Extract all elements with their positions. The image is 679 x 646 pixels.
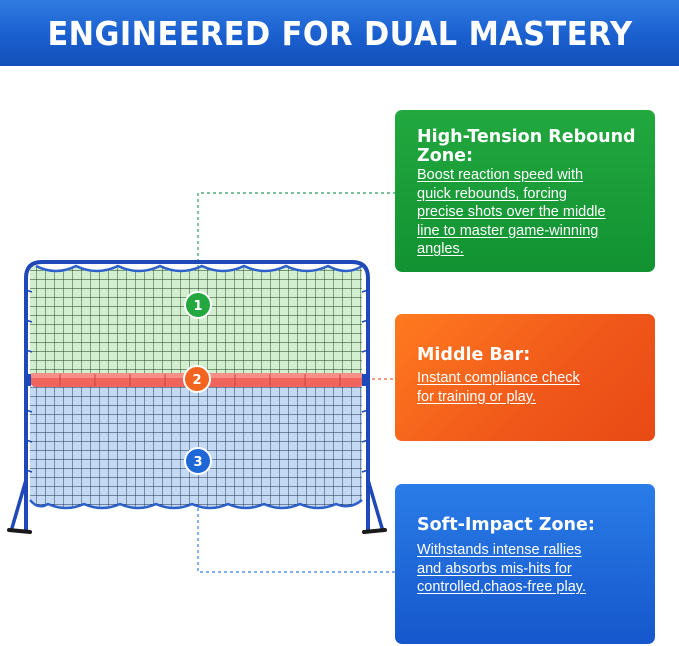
soft-impact-zone-line: and absorbs mis-hits for xyxy=(417,560,572,577)
rebounder-legs xyxy=(10,478,384,530)
middle-bar-line: for training or play. xyxy=(417,388,537,405)
soft-impact-zone-net xyxy=(29,386,363,510)
middle-bar-description: Instant compliance check for training or… xyxy=(417,369,639,406)
blue-zone-badge-icon: 3 xyxy=(184,447,212,475)
orange-bar-badge-number: 2 xyxy=(192,373,201,388)
leader-line-green xyxy=(197,192,395,292)
middle-bar-title: Middle Bar: xyxy=(417,345,531,365)
rebound-zone-net xyxy=(30,264,363,376)
rebound-zone-line: quick rebounds, forcing xyxy=(417,185,567,202)
soft-impact-zone-card: Soft-Impact Zone: Withstands intense ral… xyxy=(395,484,655,644)
soft-impact-zone-line: Withstands intense rallies xyxy=(417,542,582,558)
soft-impact-zone-title: Soft-Impact Zone: xyxy=(417,515,595,535)
rebound-zone-card: High-Tension Rebound Zone: Boost reactio… xyxy=(395,110,655,272)
header-banner: ENGINEERED FOR DUAL MASTERY xyxy=(0,0,679,66)
rebound-zone-line: precise shots over the middle xyxy=(417,204,606,220)
blue-zone-badge-number: 3 xyxy=(193,455,202,470)
rebound-zone-line: Boost reaction speed with xyxy=(417,167,584,183)
soft-impact-zone-description: Withstands intense rallies and absorbs m… xyxy=(417,541,639,597)
rebound-zone-line: line to master game-winning xyxy=(417,222,599,239)
orange-bar-badge-icon: 2 xyxy=(183,365,211,393)
soft-impact-zone-line: controlled,chaos-free play. xyxy=(417,579,586,595)
middle-bar-card: Middle Bar: Instant compliance check for… xyxy=(395,314,655,441)
rebound-zone-description: Boost reaction speed with quick rebounds… xyxy=(417,166,639,259)
rebounder-frame xyxy=(24,260,370,530)
green-zone-badge-number: 1 xyxy=(193,299,202,314)
page-title: ENGINEERED FOR DUAL MASTERY xyxy=(46,13,633,53)
rebound-zone-title: High-Tension Rebound Zone: xyxy=(417,127,636,166)
green-zone-badge-icon: 1 xyxy=(184,291,212,319)
rebound-zone-line: angles. xyxy=(417,241,464,257)
middle-bar-line: Instant compliance check xyxy=(417,370,580,386)
